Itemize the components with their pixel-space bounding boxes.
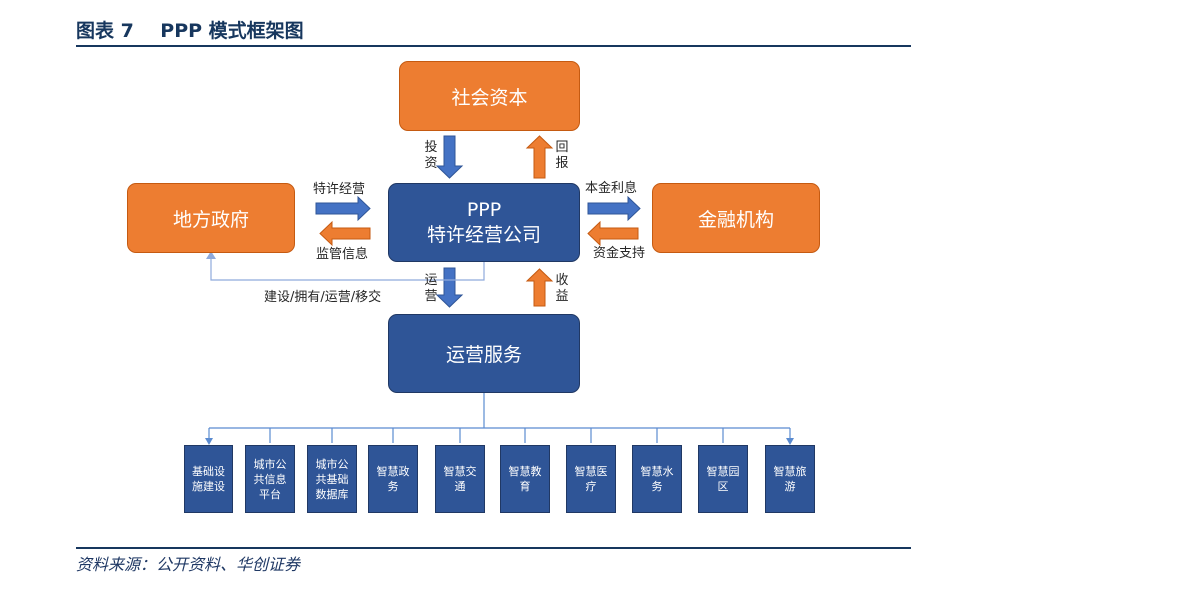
node-social-capital: 社会资本 <box>399 61 580 131</box>
service-tile: 智慧园区 <box>698 445 748 513</box>
operate-arrow <box>435 267 464 308</box>
bot-connector-arrowhead <box>206 251 216 259</box>
revenue-arrow <box>525 268 554 307</box>
label-bot: 建设/拥有/运营/移交 <box>264 290 382 305</box>
service-tile: 智慧医疗 <box>566 445 616 513</box>
tree-right-arrowhead <box>786 438 794 445</box>
label-supervision: 监管信息 <box>316 247 369 262</box>
label-franchise: 特许经营 <box>313 182 366 197</box>
title-rule <box>76 45 911 47</box>
node-ppp-company: PPP 特许经营公司 <box>388 183 580 262</box>
funding-arrow <box>587 220 639 247</box>
service-tile: 智慧教育 <box>500 445 550 513</box>
service-tile: 智慧水务 <box>632 445 682 513</box>
bot-connector <box>210 258 485 281</box>
node-social-capital-label: 社会资本 <box>451 86 528 109</box>
label-return: 回报 <box>555 140 569 171</box>
return-arrow <box>525 135 554 179</box>
service-tile: 基础设施建设 <box>184 445 233 513</box>
label-principal-interest: 本金利息 <box>585 181 638 196</box>
tree-drops <box>208 428 791 443</box>
node-local-government: 地方政府 <box>127 183 295 253</box>
service-tile: 智慧政务 <box>368 445 418 513</box>
node-operation-services-label: 运营服务 <box>445 344 522 366</box>
supervision-arrow <box>319 220 371 247</box>
node-ppp-label-line1: PPP <box>466 198 502 221</box>
service-tile: 城市公共信息平台 <box>245 445 295 513</box>
service-tile: 智慧旅游 <box>765 445 815 513</box>
label-operate: 运营 <box>424 273 438 304</box>
node-local-government-label: 地方政府 <box>172 208 249 231</box>
tree-left-arrowhead <box>205 438 213 445</box>
node-financial-institution: 金融机构 <box>652 183 820 253</box>
source-note: 资料来源：公开资料、华创证券 <box>76 555 301 574</box>
figure-title: 图表 7 PPP 模式框架图 <box>76 20 304 42</box>
node-operation-services: 运营服务 <box>388 314 580 393</box>
source-rule <box>76 547 911 549</box>
label-revenue: 收益 <box>555 273 569 304</box>
principal-interest-arrow <box>587 195 641 222</box>
node-financial-institution-label: 金融机构 <box>697 208 774 231</box>
label-invest: 投资 <box>424 140 438 171</box>
service-tile: 智慧交通 <box>435 445 485 513</box>
franchise-arrow <box>315 195 371 222</box>
label-funding: 资金支持 <box>593 246 646 261</box>
service-tile: 城市公共基础数据库 <box>307 445 357 513</box>
invest-arrow <box>435 135 464 179</box>
node-ppp-label-line2: 特许经营公司 <box>426 223 541 246</box>
